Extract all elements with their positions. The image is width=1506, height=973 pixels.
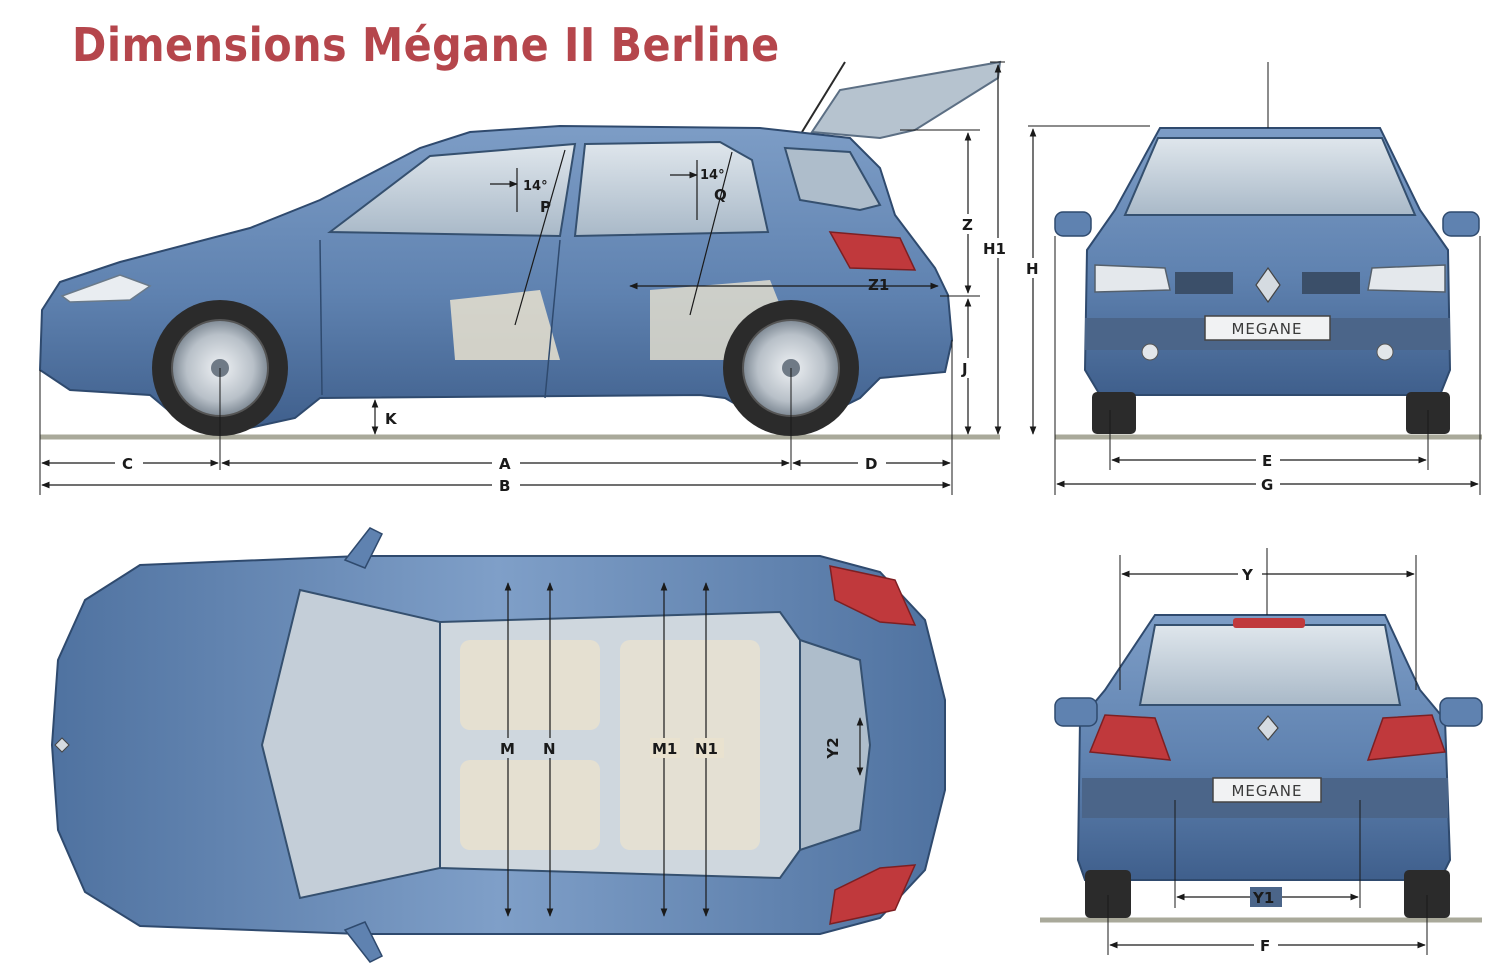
dim-line-p: [514, 149, 566, 326]
rear-left-mirror: [1054, 697, 1098, 727]
third-brake-light: [1233, 618, 1305, 628]
windscreen: [1123, 137, 1417, 216]
rear-left-tyre: [1085, 870, 1131, 918]
top-rear-bench: [620, 640, 760, 850]
top-front-seat-left: [460, 640, 600, 730]
renault-logo-front: [1255, 266, 1281, 304]
rear-right-mirror: [1439, 697, 1483, 727]
label-n1: N1: [695, 740, 718, 758]
label-h1: H1: [983, 240, 1006, 258]
side-view: C A D B K Z J H1: [38, 60, 1012, 495]
label-k: K: [385, 410, 398, 428]
rear-quarter-window: [783, 146, 882, 212]
renault-logo-top: [54, 737, 70, 753]
label-p: P: [540, 198, 551, 216]
rear-left-tail-light: [1088, 714, 1172, 761]
label-m1: M1: [652, 740, 677, 758]
label-y: Y: [1241, 566, 1254, 584]
label-b: B: [499, 477, 510, 495]
front-right-foglight: [1376, 343, 1394, 361]
renault-logo-rear: [1257, 715, 1279, 741]
front-grille-right: [1302, 272, 1360, 294]
front-door-line: [319, 239, 323, 396]
front-plate-text: MEGANE: [1231, 320, 1302, 338]
rear-right-tail-light: [1366, 714, 1447, 761]
label-z: Z: [962, 216, 973, 234]
label-e: E: [1262, 452, 1272, 470]
rear-number-plate: [1212, 777, 1322, 803]
label-g: G: [1261, 476, 1273, 494]
side-headlight: [60, 274, 152, 303]
rear-view: MEGANE Y Y1 F: [1040, 548, 1483, 955]
label-f: F: [1260, 937, 1270, 955]
top-left-mirror: [343, 527, 384, 569]
front-left-foglight: [1141, 343, 1159, 361]
rear-plate-text: MEGANE: [1231, 782, 1302, 800]
label-y1: Y1: [1252, 889, 1274, 907]
label-j: J: [961, 360, 968, 378]
label-q: Q: [714, 186, 727, 204]
open-tailgate: [810, 60, 1002, 140]
front-view: MEGANE H E G: [1025, 62, 1482, 495]
label-d: D: [865, 455, 877, 473]
top-tail-light-left: [829, 565, 917, 626]
top-windscreen: [260, 588, 441, 900]
front-left-tyre: [1092, 392, 1136, 434]
label-y2: Y2: [824, 737, 842, 759]
front-side-window: [327, 142, 577, 238]
front-right-mirror: [1442, 211, 1480, 237]
rear-right-tyre: [1404, 870, 1450, 918]
front-left-mirror: [1054, 211, 1092, 237]
front-left-headlight: [1094, 264, 1171, 293]
label-m: M: [500, 740, 515, 758]
top-view: M N M1 N1 Y2: [50, 527, 946, 963]
top-right-mirror: [343, 921, 384, 963]
label-angle-rear: 14°: [700, 168, 725, 183]
label-z1: Z1: [868, 276, 889, 294]
top-front-seat-right: [460, 760, 600, 850]
label-a: A: [499, 455, 511, 473]
rear-door-line: [544, 239, 561, 399]
front-seat: [450, 290, 560, 360]
front-right-headlight: [1367, 264, 1446, 293]
side-tail-light: [828, 231, 917, 271]
label-c: C: [122, 455, 133, 473]
label-angle-front: 14°: [523, 179, 548, 194]
tailgate-strut: [801, 61, 846, 133]
rear-window: [1138, 624, 1402, 706]
label-n: N: [543, 740, 556, 758]
dim-line-q: [689, 151, 733, 316]
diagram-title: Dimensions Mégane II Berline: [72, 18, 780, 72]
label-h: H: [1026, 260, 1039, 278]
top-rear-window: [799, 638, 872, 852]
rear-side-window: [573, 140, 770, 238]
front-grille-left: [1175, 272, 1233, 294]
top-tail-light-right: [829, 864, 917, 925]
front-number-plate: [1204, 315, 1331, 341]
